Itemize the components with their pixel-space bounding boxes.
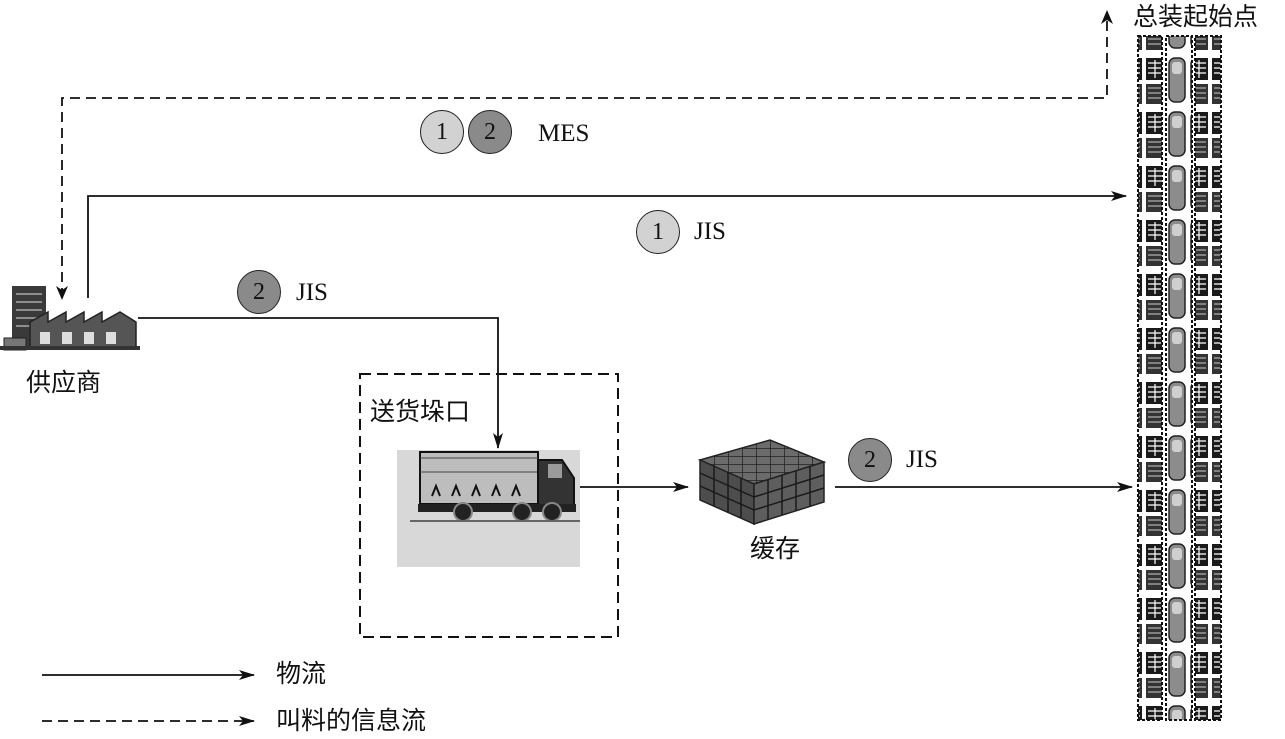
jis1-badge: 1	[636, 210, 680, 254]
jis2-lower-badge: 2	[848, 438, 892, 482]
mes-arrow-up-head	[1101, 10, 1113, 24]
dock-box	[359, 373, 619, 638]
mes-badge-2: 2	[468, 110, 512, 154]
supplier-label: 供应商	[26, 368, 102, 397]
mes-arrow-down-head	[56, 286, 68, 300]
mes-badge-1: 1	[420, 110, 464, 154]
legend-material-flow-label: 物流	[276, 659, 327, 688]
jis1-material-flow-line	[87, 191, 1127, 298]
assembly-line-icon	[1137, 35, 1222, 721]
jis2-supplier-to-dock-line	[138, 317, 503, 449]
buffer-label: 缓存	[750, 534, 801, 563]
jis2-upper-label: JIS	[296, 279, 328, 306]
buffer-cube-icon	[697, 439, 827, 526]
jis2-lower-label: JIS	[906, 446, 938, 473]
assembly-start-label: 总装起始点	[1133, 2, 1259, 31]
legend-info-flow-label: 叫料的信息流	[276, 706, 427, 735]
dock-label: 送货垛口	[370, 397, 471, 426]
truck-icon	[410, 451, 580, 522]
mes-label: MES	[538, 120, 590, 147]
factory-icon	[0, 286, 140, 351]
jis1-label: JIS	[694, 218, 726, 245]
mes-info-flow-line	[61, 12, 1108, 298]
jis2-upper-badge: 2	[237, 270, 281, 314]
